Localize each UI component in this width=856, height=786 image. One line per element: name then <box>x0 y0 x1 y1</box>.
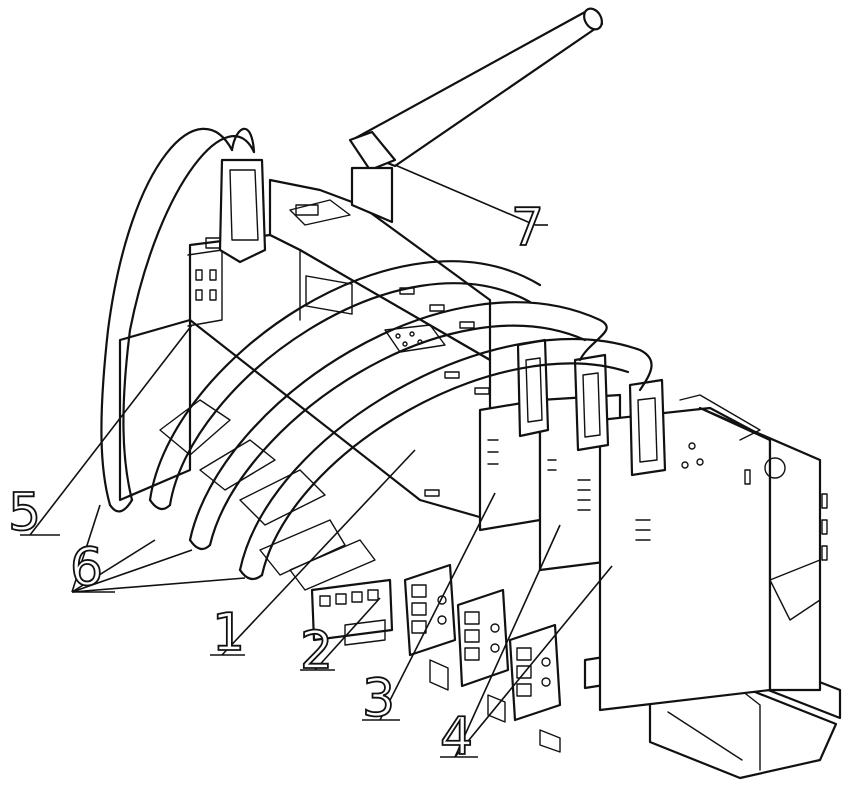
leader-2 <box>314 597 381 671</box>
terminal-block-b <box>456 588 510 688</box>
terminal-block-a <box>403 563 457 657</box>
reference-labels: 7 5 6 1 2 3 4 <box>7 197 545 768</box>
antenna <box>348 7 604 224</box>
label-6: 6 <box>70 538 103 598</box>
leader-6d <box>71 577 246 593</box>
indicator-panel <box>384 324 446 353</box>
label-3: 3 <box>362 669 395 729</box>
expansion-modules <box>478 393 828 712</box>
leader-4a <box>454 524 561 758</box>
leader-7 <box>394 164 536 226</box>
leader-4b <box>454 565 613 758</box>
leader-5 <box>29 324 193 536</box>
terminal-block-c <box>508 623 562 722</box>
left-side-housing <box>118 237 223 502</box>
plug-connectors <box>218 158 667 477</box>
label-4: 4 <box>440 707 473 767</box>
leader-6a <box>71 504 101 593</box>
label-1: 1 <box>212 603 245 663</box>
leader-6b <box>71 539 156 593</box>
label-5: 5 <box>8 483 41 543</box>
leader-3 <box>379 492 496 721</box>
label-2: 2 <box>300 621 333 681</box>
label-7: 7 <box>511 198 544 258</box>
terminal-blocks <box>310 563 562 753</box>
cables <box>100 127 653 591</box>
terminal-block-d <box>310 578 394 646</box>
leader-1 <box>221 449 416 656</box>
leader-lines <box>20 164 613 758</box>
leader-6c <box>71 549 193 593</box>
